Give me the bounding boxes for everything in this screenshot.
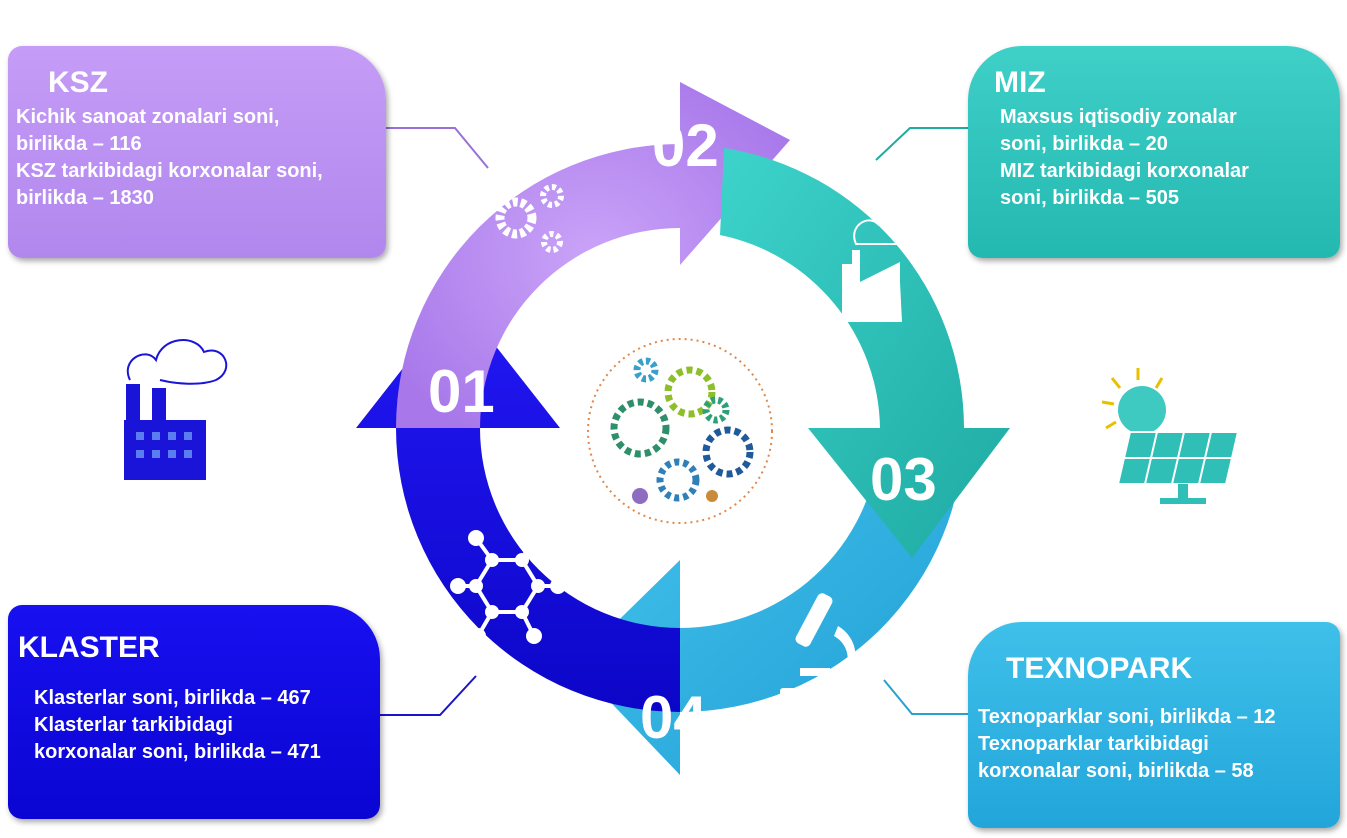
klaster-card: KLASTER Klasterlar soni, birlikda – 467 … [8, 605, 380, 819]
segment-03 [720, 148, 1010, 558]
segment-02 [396, 82, 790, 428]
step-number-04: 04 [640, 684, 707, 751]
connector-lines [380, 127, 968, 716]
texnopark-title: TEXNOPARK [1006, 652, 1193, 685]
miz-card: MIZ Maxsus iqtisodiy zonalar soni, birli… [968, 46, 1340, 258]
klaster-title: KLASTER [18, 631, 160, 664]
molecule-icon [450, 530, 566, 644]
microscope-icon [780, 593, 864, 700]
solar-panel-icon [1101, 368, 1240, 504]
texnopark-line-3: korxonalar soni, birlikda – 58 [978, 760, 1254, 782]
miz-title: MIZ [994, 66, 1046, 99]
factory-outline-icon [842, 211, 919, 322]
texnopark-line-2: Texnoparklar tarkibidagi [978, 733, 1209, 755]
texnopark-card: TEXNOPARK Texnoparklar soni, birlikda – … [968, 622, 1340, 828]
ksz-line-4: birlikda – 1830 [16, 187, 154, 209]
ksz-line-1: Kichik sanoat zonalari soni, [16, 106, 280, 128]
klaster-line-3: korxonalar soni, birlikda – 471 [34, 741, 321, 763]
ksz-card: KSZ Kichik sanoat zonalari soni, birlikd… [8, 46, 386, 258]
miz-line-3: MIZ tarkibidagi korxonalar [1000, 160, 1249, 182]
step-number-02: 02 [652, 112, 719, 179]
miz-line-2: soni, birlikda – 20 [1000, 133, 1168, 155]
miz-line-4: soni, birlikda – 505 [1000, 187, 1179, 209]
center-gears-icon [587, 338, 773, 524]
texnopark-line-1: Texnoparklar soni, birlikda – 12 [978, 706, 1276, 728]
klaster-line-2: Klasterlar tarkibidagi [34, 714, 233, 736]
gears-icon [495, 184, 564, 253]
factory-icon [124, 339, 228, 480]
step-number-01: 01 [428, 358, 495, 425]
ksz-title: KSZ [48, 66, 108, 99]
miz-line-1: Maxsus iqtisodiy zonalar [1000, 106, 1237, 128]
klaster-line-1: Klasterlar soni, birlikda – 467 [34, 687, 311, 709]
ksz-line-2: birlikda – 116 [16, 133, 142, 155]
step-number-03: 03 [870, 446, 937, 513]
ksz-line-3: KSZ tarkibidagi korxonalar soni, [16, 160, 323, 182]
